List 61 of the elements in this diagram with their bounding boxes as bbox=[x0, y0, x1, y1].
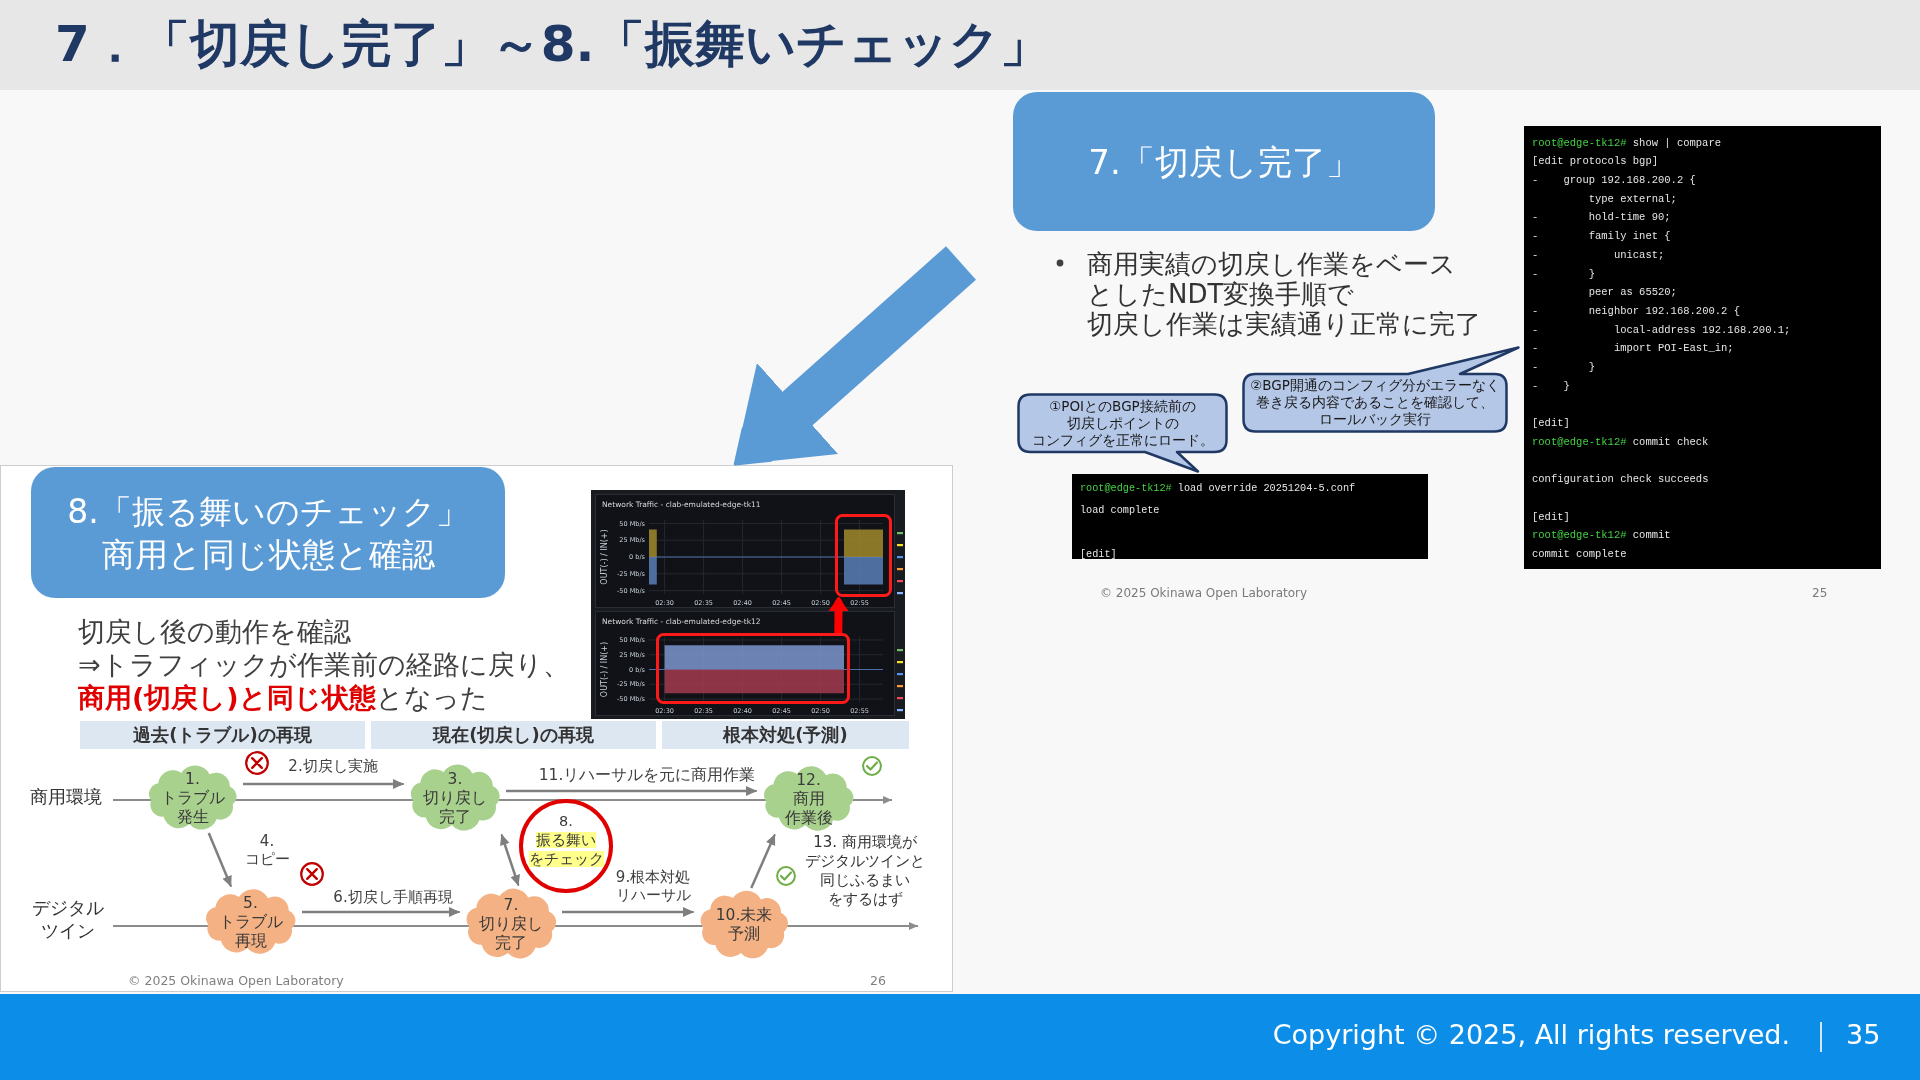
row-label: デジタルツイン bbox=[31, 896, 105, 942]
terminal-line: [edit] bbox=[1080, 549, 1117, 560]
step-label: 1.トラブル発生 bbox=[160, 769, 225, 827]
terminal-prompt: root@edge-tk12# bbox=[1532, 435, 1627, 448]
terminal-line: commit check bbox=[1632, 435, 1709, 448]
axis-label: OUT(-) / IN(+) bbox=[600, 641, 609, 698]
terminal-prompt: root@edge-tk12# bbox=[1532, 529, 1627, 542]
page-number: 35 bbox=[1846, 1018, 1881, 1052]
step-label: 3.切り戻し完了 bbox=[423, 769, 487, 827]
step-label: 8.振る舞いをチェック bbox=[528, 811, 604, 869]
copyright-text: © 2025 Okinawa Open Laboratory bbox=[1100, 586, 1308, 601]
terminal-line: - } bbox=[1532, 361, 1595, 373]
terminal-prompt: root@edge-tk12# bbox=[1080, 483, 1172, 494]
body-text: 切戻し後の動作を確認 bbox=[78, 615, 351, 648]
terminal-line: peer as 65520; bbox=[1588, 286, 1677, 299]
terminal-line: load override 20251204-5.conf bbox=[1177, 483, 1356, 494]
terminal-line: [edit] bbox=[1532, 417, 1570, 430]
edge-label: 6.切戻し手順再現 bbox=[332, 888, 454, 906]
terminal-line: load complete bbox=[1080, 505, 1160, 516]
axis-label: OUT(-) / IN(+) bbox=[600, 529, 609, 585]
terminal-line: commit complete bbox=[1532, 548, 1627, 560]
slide-title: 7．「切戻し完了」～8.「振舞いチェック」 bbox=[55, 14, 1050, 75]
callout-text: ①POIとのBGP接続前の切戻しポイントのコンフィグを正常にロード。 bbox=[1031, 397, 1214, 449]
step-label: 12.商用作業後 bbox=[784, 770, 833, 828]
terminal-line: - group 192.168.200.2 { bbox=[1532, 174, 1696, 186]
heading-text: 7.「切戻し完了」 bbox=[1088, 140, 1360, 184]
page-number: 26 bbox=[870, 973, 886, 988]
terminal-line: commit bbox=[1632, 529, 1671, 542]
heading-text: 8.「振る舞いのチェック」 bbox=[67, 490, 469, 533]
edge-label: 2.切戻し実施 bbox=[287, 757, 379, 775]
step-label: 7.切り戻し完了 bbox=[479, 895, 543, 953]
terminal-prompt: root@edge-tk12# bbox=[1532, 136, 1627, 149]
terminal-line: - } bbox=[1532, 379, 1570, 392]
copyright-text: Copyright © 2025, All rights reserved. bbox=[1272, 1018, 1790, 1052]
body-text: ⇒トラフィックが作業前の経路に戻り、商用(切戻し)と同じ状態となった bbox=[78, 648, 571, 714]
edge-label: 11.リハーサルを元に商用作業 bbox=[537, 766, 757, 784]
column-header-text: 現在(切戻し)の再現 bbox=[433, 724, 594, 746]
step-label: 10.未来予測 bbox=[715, 906, 773, 944]
bullet-text: 商用実績の切戻し作業をベースとしたNDT変換手順で切戻し作業は実績通り正常に完了 bbox=[1087, 249, 1481, 339]
step-label: 5.トラブル再現 bbox=[218, 893, 283, 951]
terminal-line: - family inet { bbox=[1532, 230, 1671, 243]
edge-label: 9.根本対処リハーサル bbox=[614, 868, 692, 904]
terminal-line: - import POI-East_in; bbox=[1532, 342, 1734, 355]
callout-text: ②BGP開通のコンフィグ分がエラーなく巻き戻る内容であることを確認して、ロールバック実行 bbox=[1250, 377, 1500, 429]
terminal-line: type external; bbox=[1588, 192, 1677, 205]
note-text: 13. 商用環境がデジタルツインと同じふるまいをするはず bbox=[804, 833, 926, 909]
terminal-line: [edit protocols bgp] bbox=[1532, 155, 1659, 168]
row-label: 商用環境 bbox=[30, 786, 102, 808]
terminal-line: - unicast; bbox=[1532, 248, 1665, 261]
terminal-line: - } bbox=[1532, 267, 1595, 280]
terminal-line: [edit] bbox=[1532, 510, 1570, 523]
heading-text: 商用と同じ状態と確認 bbox=[101, 533, 435, 576]
page-number: 25 bbox=[1812, 586, 1828, 601]
terminal-line: show | compare bbox=[1632, 136, 1722, 149]
column-header-text: 過去(トラブル)の再現 bbox=[133, 724, 312, 746]
column-header-text: 根本対処(予測) bbox=[723, 724, 848, 746]
terminal-line: - neighbor 192.168.200.2 { bbox=[1532, 304, 1740, 317]
terminal-line: configuration check succeeds bbox=[1532, 473, 1709, 486]
terminal-line: - local-address 192.168.200.1; bbox=[1532, 323, 1791, 336]
copyright-text: © 2025 Okinawa Open Laboratory bbox=[128, 973, 344, 988]
terminal-line: - hold-time 90; bbox=[1532, 211, 1671, 224]
